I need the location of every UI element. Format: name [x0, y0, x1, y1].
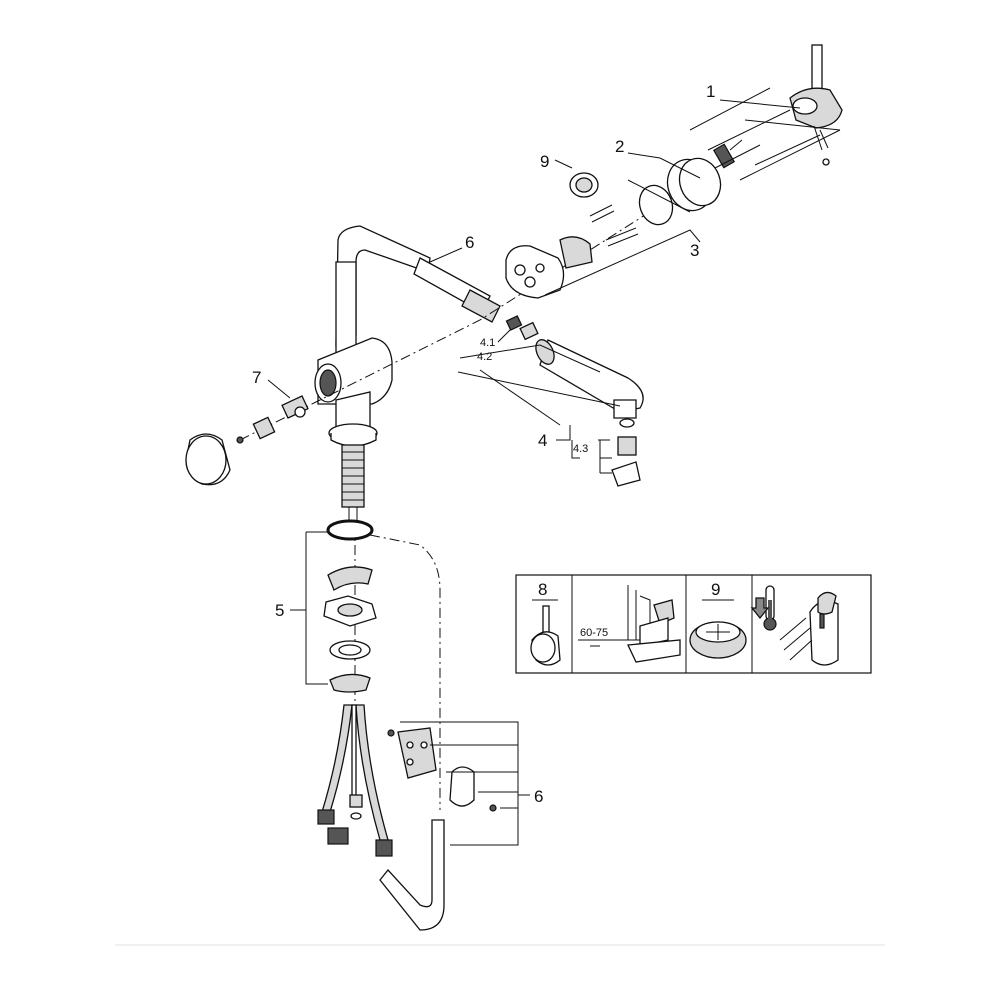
lever-handle [712, 44, 843, 169]
inset-panel: 8 60-75 9 [515, 574, 872, 674]
label-2: 2 [615, 137, 624, 156]
label-4-3: 4.3 [573, 443, 588, 455]
sleeve-and-oring [638, 157, 722, 226]
hose-weight-clip [387, 727, 497, 812]
faucet-body [314, 225, 501, 520]
assembly-axis [239, 179, 701, 810]
label-1-leader [689, 87, 841, 181]
label-1: 1 [706, 82, 715, 101]
label-6-bottom: 6 [534, 787, 543, 806]
inset-9-number: 9 [711, 580, 720, 599]
label-3: 3 [690, 241, 699, 260]
label-9: 9 [540, 152, 549, 171]
inset-cell-9: 9 [689, 580, 747, 659]
label-4-1: 4.1 [480, 337, 495, 349]
cartridge [505, 204, 639, 299]
inset-cell-dimension: 60-75 [578, 585, 681, 663]
label-4-2: 4.2 [477, 351, 492, 363]
pull-out-spray [505, 315, 644, 487]
inset-cell-8: 8 [530, 580, 561, 666]
label-6-top: 6 [465, 233, 474, 252]
inset-8-number: 8 [538, 580, 547, 599]
side-knob [185, 395, 309, 486]
supply-hoses [317, 704, 445, 931]
cap-part-9 [569, 172, 599, 198]
inset-dimension-label: 60-75 [580, 627, 608, 639]
inset-cell-temperature [750, 585, 839, 666]
label-5: 5 [275, 601, 284, 620]
mounting-kit [323, 519, 377, 693]
label-7: 7 [252, 368, 261, 387]
label-4: 4 [538, 431, 547, 450]
